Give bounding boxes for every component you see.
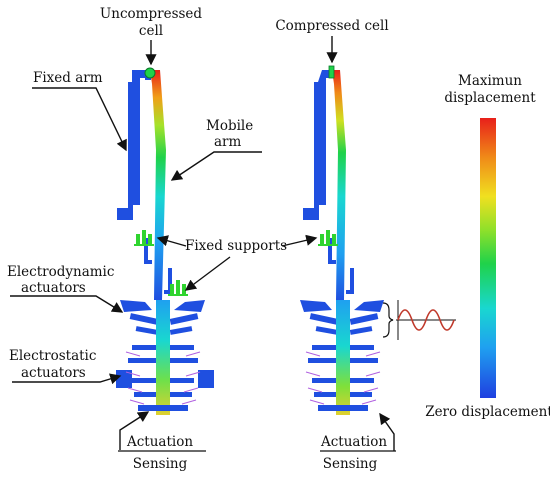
- right-device: [300, 65, 456, 415]
- right-compressed-cell: [328, 65, 335, 79]
- electrodynamic-label-line1: Electrodynamic: [7, 264, 114, 280]
- right-central-shaft: [336, 300, 350, 415]
- uncompressed-cell-label-line2: cell: [139, 23, 163, 39]
- left-mobile-arm: [150, 70, 166, 300]
- right-mobile-arm: [332, 70, 346, 300]
- right-fixed-support-1: [318, 230, 338, 246]
- electrostatic-label-line2: actuators: [21, 365, 86, 381]
- compressed-cell-label: Compressed cell: [275, 18, 388, 34]
- actuation-left-label: Actuation: [126, 434, 193, 450]
- right-electrostatic-actuators: [305, 345, 381, 411]
- left-device: [116, 67, 214, 415]
- left-fixed-support-2: [168, 280, 188, 296]
- uncompressed-cell-label-line1: Uncompressed: [100, 6, 202, 22]
- fixed-supports-arrow-left: [156, 235, 187, 247]
- sensing-left-label: Sensing: [133, 456, 188, 472]
- left-uncompressed-cell: [144, 67, 156, 79]
- fixed-supports-label: Fixed supports: [185, 238, 287, 254]
- mobile-arm-label-line2: arm: [214, 134, 242, 150]
- left-central-shaft: [156, 300, 170, 415]
- colorbar-max-label-line2: displacement: [444, 90, 536, 106]
- displacement-colorbar: [480, 118, 496, 398]
- fixed-supports-arrow-right: [281, 234, 318, 247]
- mobile-arm-arrow: [170, 151, 262, 181]
- sine-wave: [397, 309, 455, 331]
- mobile-arm-label-line1: Mobile: [206, 118, 253, 134]
- colorbar-max-label-line1: Maximun: [458, 73, 522, 89]
- left-fixed-support-1: [134, 230, 154, 246]
- right-fixed-arm: [303, 70, 332, 220]
- fixed-supports-arrow-middle: [184, 256, 231, 291]
- left-fixed-arm: [117, 70, 150, 220]
- left-electrodynamic-actuators: [120, 300, 205, 335]
- fixed-arm-label: Fixed arm: [33, 70, 103, 86]
- right-electrodynamic-actuators: [300, 300, 384, 335]
- electrostatic-label-line1: Electrostatic: [9, 348, 96, 364]
- electrodynamic-arrow: [10, 295, 124, 313]
- actuation-right-arrow: [379, 412, 395, 451]
- oscillation-brace: [382, 302, 394, 338]
- left-electrostatic-actuators: [116, 345, 214, 411]
- fixed-arm-arrow: [32, 87, 127, 152]
- actuation-left-arrow: [119, 411, 150, 450]
- electrodynamic-label-line2: actuators: [21, 280, 86, 296]
- electrostatic-arrow: [12, 373, 122, 385]
- actuation-right-label: Actuation: [320, 434, 387, 450]
- sensing-right-label: Sensing: [323, 456, 378, 472]
- colorbar-min-label: Zero displacement: [425, 404, 550, 420]
